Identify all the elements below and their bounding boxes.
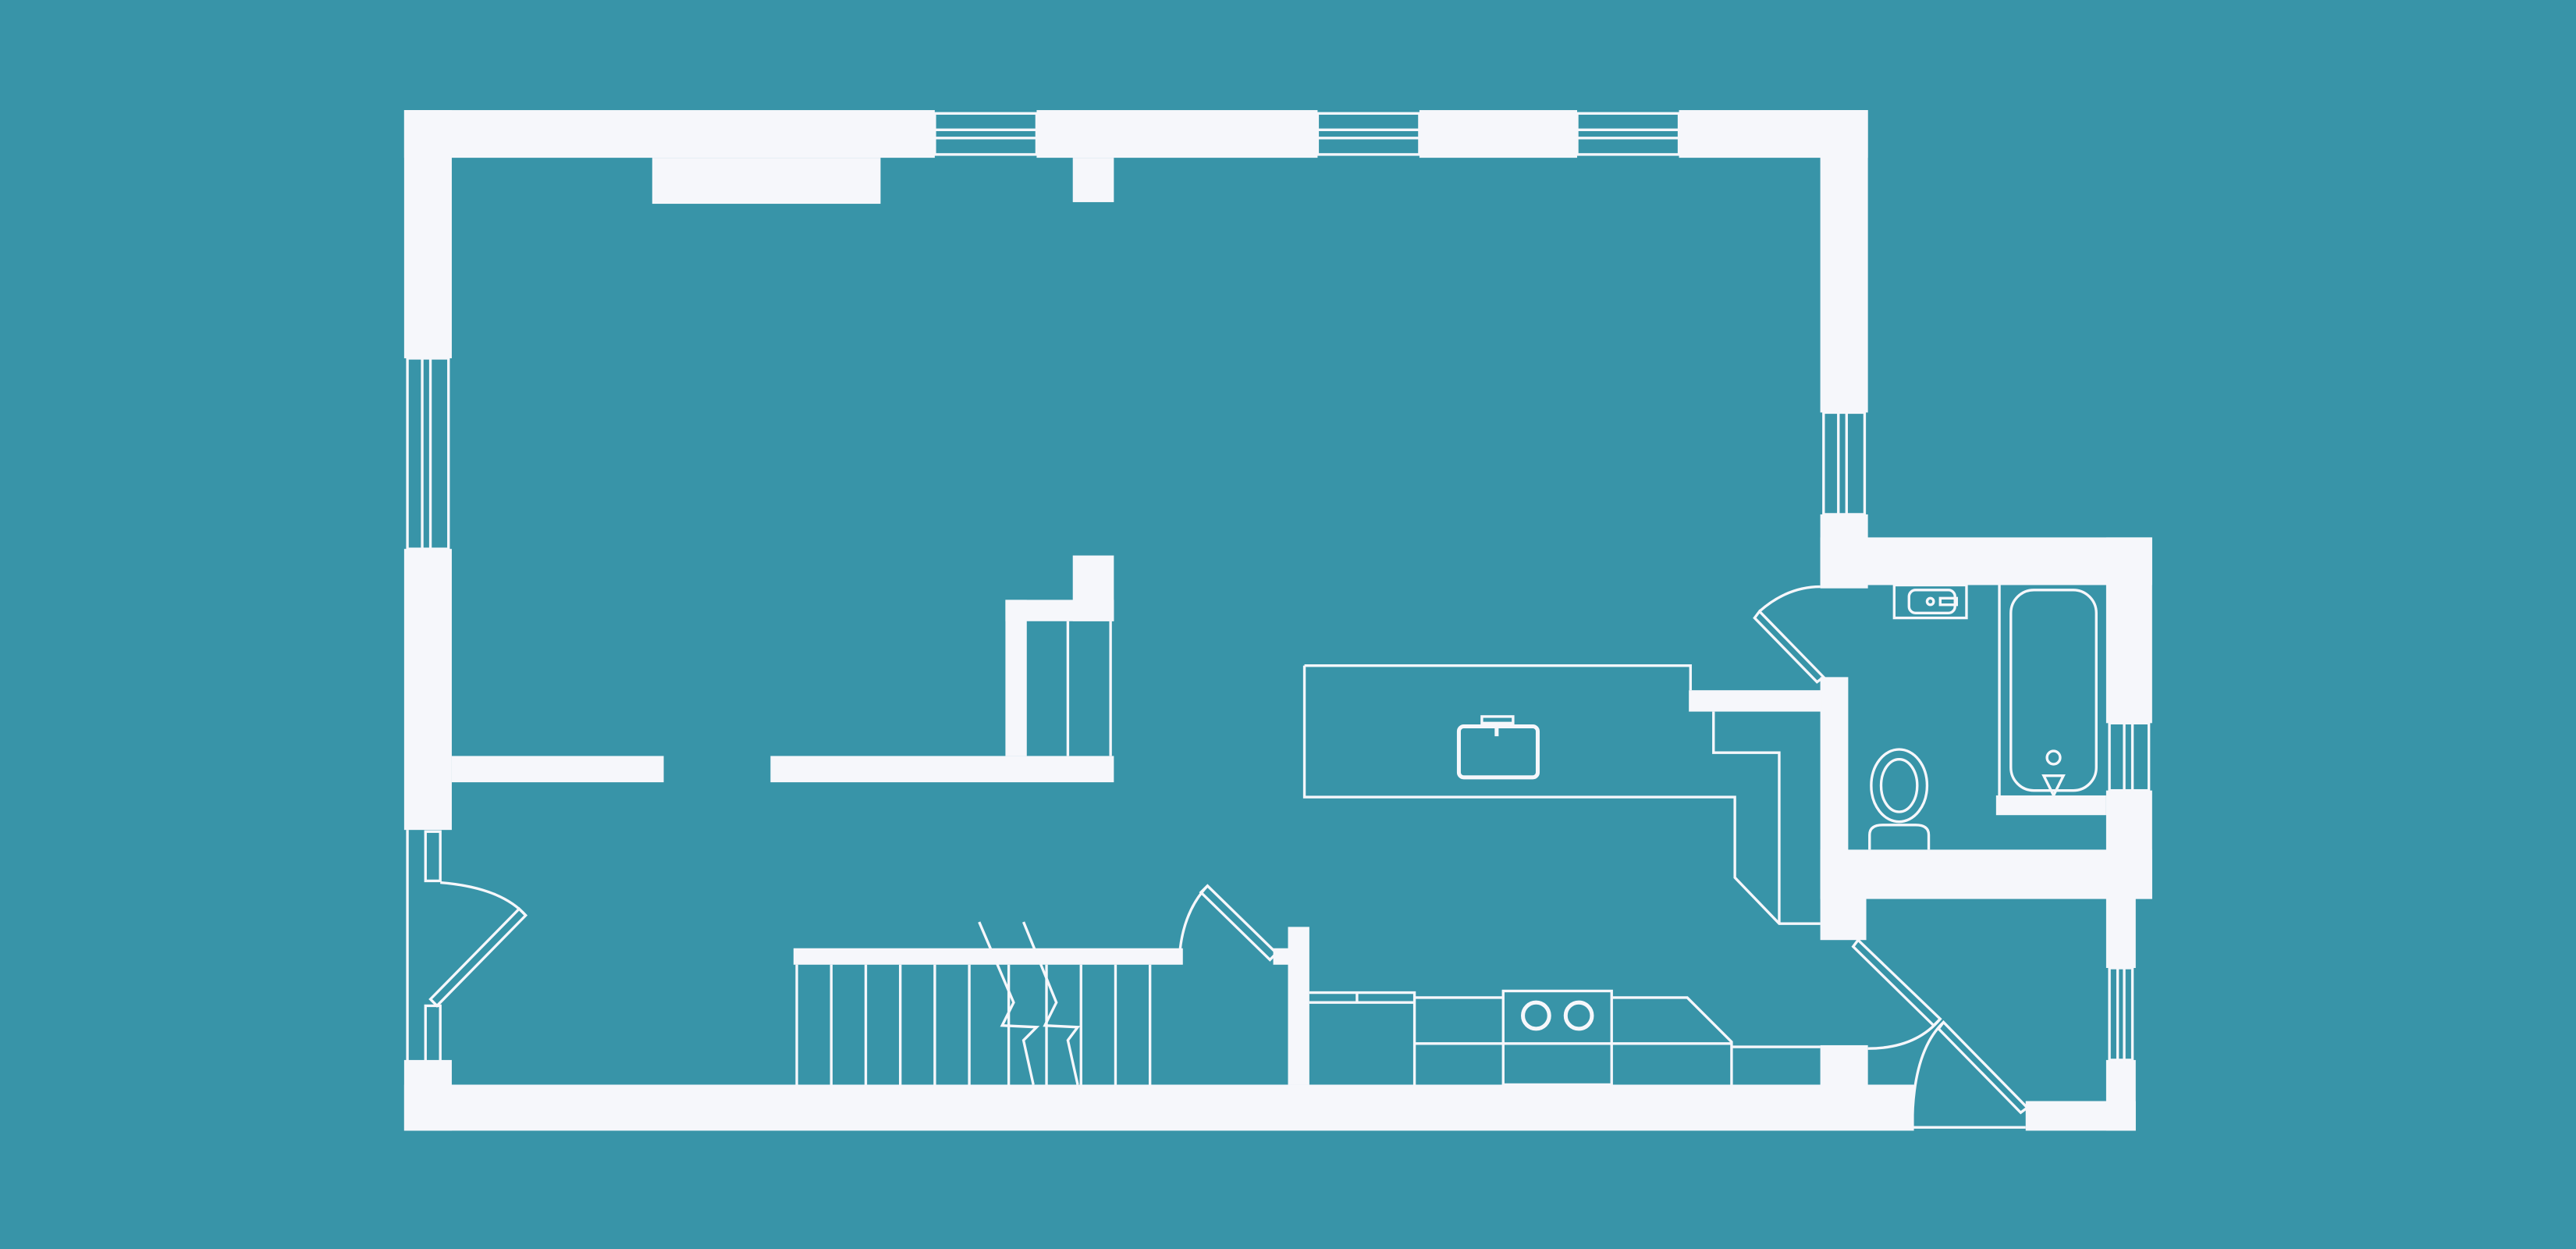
window-top [1576,112,1681,156]
window-top [933,112,1039,156]
toilet [1868,748,1931,850]
side-door [1910,1019,2030,1129]
bath-tub-ledge [1995,795,2106,816]
front-door [406,830,528,1063]
bathroom [1868,583,2098,850]
bath-partition [1689,690,1822,712]
wall-pillar [1072,158,1114,202]
bath-wall-top [1820,537,2152,585]
stair-break-line [1022,921,1081,1085]
window-right [1822,411,1867,516]
kitchen-island [1302,664,1821,925]
wall-bottom [403,1084,1914,1131]
wall-right-lower [2105,1059,2136,1131]
bath-wall-right [2105,537,2152,724]
interior-walls [451,555,2106,1085]
window-bath [2108,721,2151,792]
bathroom-door [1753,585,1826,684]
base-cabinets [1309,991,1821,1085]
window-right-lower [2108,966,2134,1062]
wall-top-segment [403,110,935,158]
kitchen-sink [1456,715,1540,780]
corridor-wall [1820,895,1867,941]
exterior-walls [403,110,2152,1131]
bath-wall-left [1820,677,1849,899]
wall-left-segment [403,110,452,358]
doors [406,585,2030,1129]
stair-rail [793,948,1183,965]
partition-wall [770,756,1114,783]
wall-right-upper [1820,110,1868,413]
bathroom-sink [1892,583,1968,620]
bath-wall-bottom [1820,849,2152,899]
kitchen [1302,664,1821,1087]
wall-right-lower [2105,895,2136,968]
staircase [795,921,1152,1085]
window-left [406,357,450,550]
closet-shelving [1066,621,1112,756]
wall-pier [1820,1044,1868,1095]
windows [406,112,2151,1062]
stair-door [1178,884,1279,962]
stove [1501,989,1613,1087]
closet-wall [1005,600,1027,756]
window-top [1316,112,1421,156]
closet-wall [1072,555,1114,621]
stair-break-line [978,921,1040,1085]
wall-top-segment [1419,110,1578,158]
bathtub [1998,585,2098,799]
wall-top-segment [1036,110,1318,158]
kitchen-counter-return [1712,711,1781,924]
wall-left-segment [403,549,452,831]
back-door [1851,938,1942,1050]
kitchen-wall-stub [1273,948,1293,965]
partition-wall [451,756,664,783]
fireplace-chimney [652,158,881,205]
